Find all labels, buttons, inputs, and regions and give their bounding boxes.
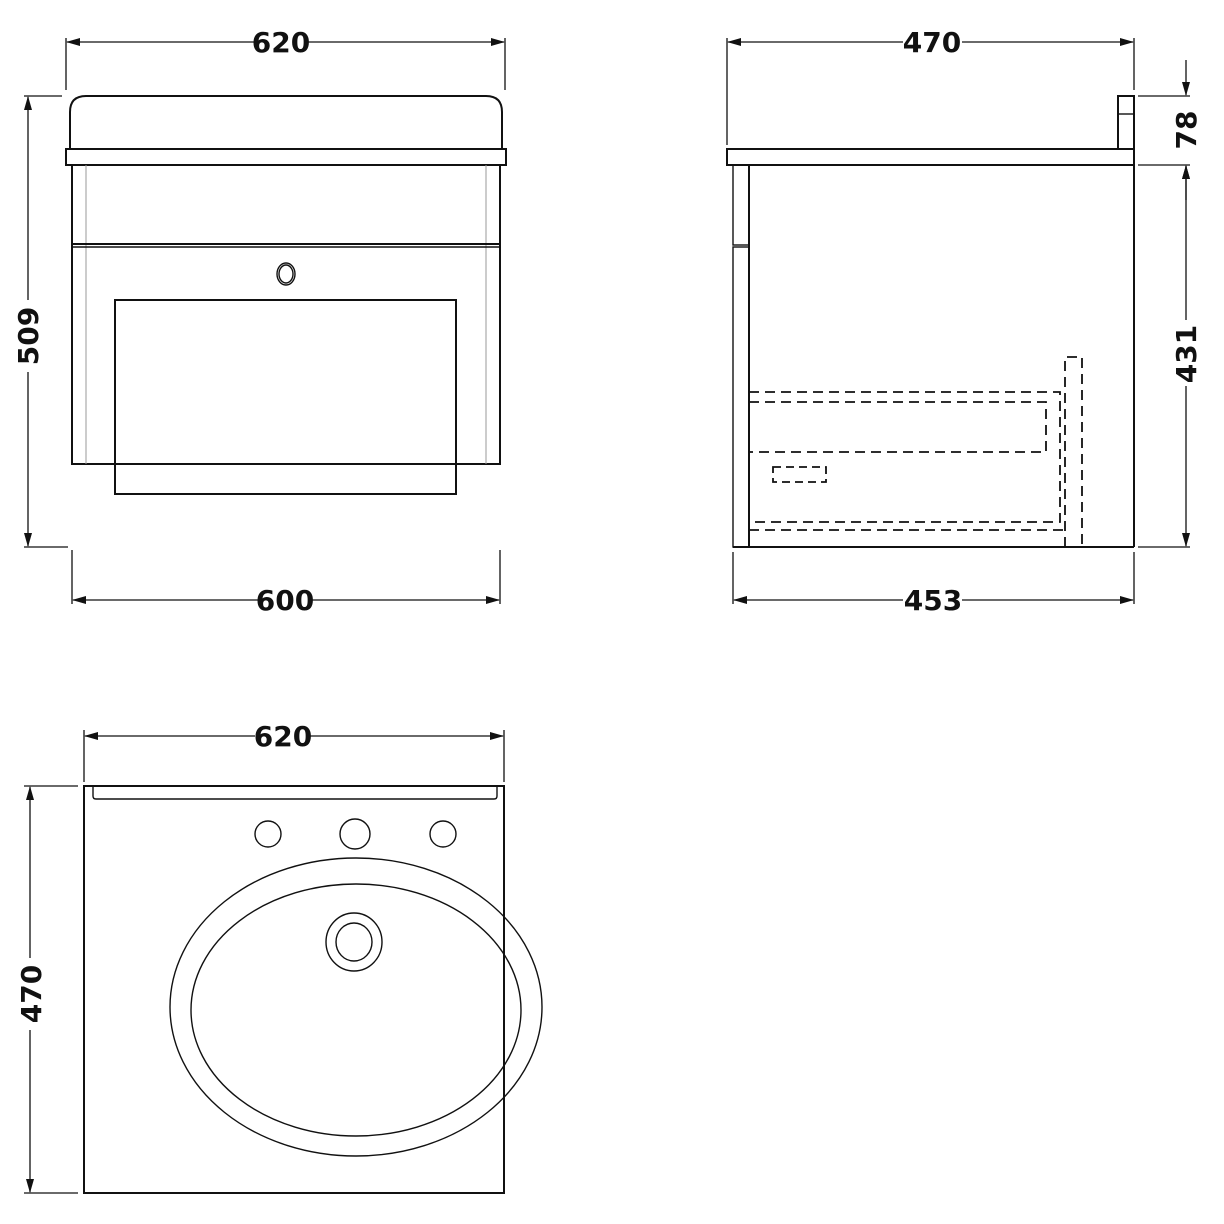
dimension-label: 431 — [1170, 325, 1203, 383]
dimension-label: 600 — [256, 584, 314, 617]
front-view — [65, 95, 507, 495]
basin-top-outline — [69, 95, 503, 150]
drain-outer-icon — [325, 912, 383, 972]
dimension-label: 78 — [1170, 111, 1203, 150]
drawer-panel — [114, 299, 457, 495]
drawer-handle-icon — [276, 262, 296, 286]
countertop-slab — [65, 148, 507, 166]
dimension-front-height: 509 — [12, 95, 68, 548]
dimension-label: 620 — [254, 720, 312, 753]
dimension-label: 470 — [903, 26, 961, 59]
tap-hole-right-icon — [429, 820, 457, 848]
dimension-label: 453 — [904, 584, 962, 617]
plan-view — [83, 785, 543, 1194]
dimension-label: 509 — [12, 307, 45, 365]
dimension-label: 470 — [15, 965, 48, 1023]
basin-bowl — [190, 883, 522, 1137]
dimension-side-top-depth: 470 — [726, 26, 1135, 145]
drawer-internals-hidden — [748, 356, 1083, 547]
rear-upstand-plan — [92, 787, 498, 800]
dimension-side-bottom-depth: 453 — [732, 552, 1135, 617]
dimension-plan-width: 620 — [83, 720, 505, 782]
drain-inner-icon — [335, 922, 373, 962]
dimension-front-bottom-width: 600 — [71, 550, 501, 617]
drawer-front-bottom — [732, 246, 750, 548]
dimension-plan-depth: 470 — [15, 785, 78, 1194]
upstand — [1117, 95, 1135, 150]
dimension-label: 620 — [252, 26, 310, 59]
dimension-front-top-width: 620 — [65, 26, 506, 90]
cabinet-body — [71, 164, 501, 465]
countertop-side — [726, 148, 1135, 166]
drawer-front-top — [732, 164, 750, 246]
tap-hole-center-icon — [339, 818, 371, 850]
countertop-plan — [83, 785, 505, 1194]
tap-hole-left-icon — [254, 820, 282, 848]
dimension-cabinet-height: 431 — [1138, 165, 1203, 548]
basin-outer-rim — [169, 857, 543, 1157]
dimension-upstand-height: 78 — [1138, 60, 1203, 200]
side-view — [726, 95, 1135, 548]
